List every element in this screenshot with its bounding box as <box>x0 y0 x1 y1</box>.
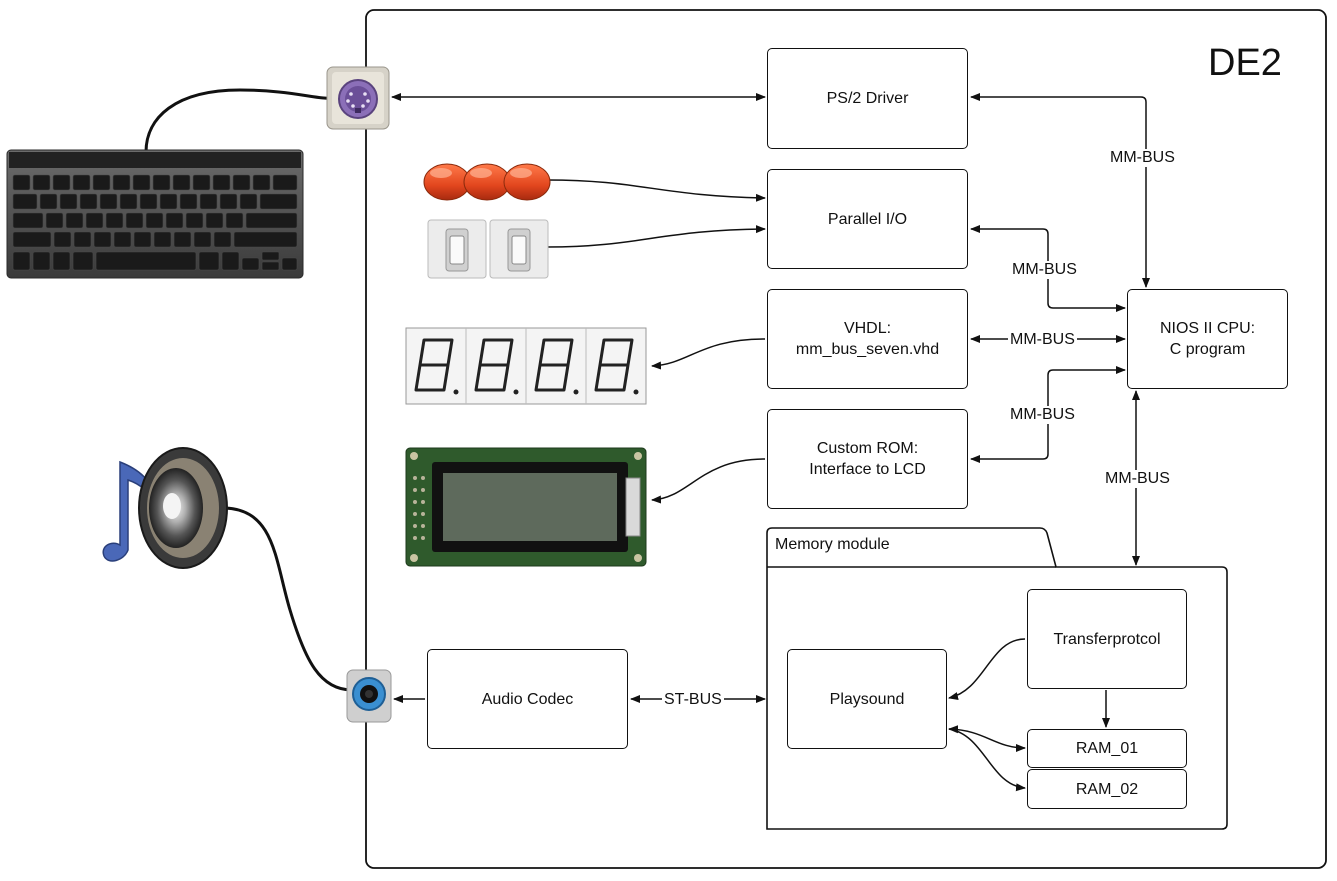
transfer-playsound-link <box>948 638 1026 700</box>
keyboard-icon <box>6 149 304 279</box>
custom-rom-block: Custom ROM: Interface to LCD <box>767 409 968 509</box>
audio-jack-icon <box>346 669 392 723</box>
ps2-cpu-bus <box>970 93 1150 288</box>
ram-01-block: RAM_01 <box>1027 729 1187 768</box>
mm-bus-label-pio: MM-BUS <box>1010 261 1079 279</box>
keyboard-cable <box>144 88 333 153</box>
parallel-io-block: Parallel I/O <box>767 169 968 269</box>
vhdl-seven-seg-block: VHDL: mm_bus_seven.vhd <box>767 289 968 389</box>
seven-segment-display-icon <box>405 327 647 405</box>
seven-seg-link <box>651 338 766 370</box>
toggle-switch-icon <box>427 219 549 279</box>
buttons-link <box>546 179 766 202</box>
st-bus-label: ST-BUS <box>662 691 724 709</box>
speaker-music-icon <box>102 447 228 569</box>
ps2-driver-block: PS/2 Driver <box>767 48 968 149</box>
mm-bus-label-mem: MM-BUS <box>1103 470 1172 488</box>
mm-bus-label-rom: MM-BUS <box>1008 406 1077 424</box>
playsound-block: Playsound <box>787 649 947 749</box>
switches-link <box>546 225 766 248</box>
lcd-link <box>651 458 766 504</box>
audio-codec-block: Audio Codec <box>427 649 628 749</box>
cpu-block: NIOS II CPU: C program <box>1127 289 1288 389</box>
mm-bus-label-ps2: MM-BUS <box>1108 149 1177 167</box>
lcd-module-icon <box>405 447 647 567</box>
de2-board-outline <box>365 9 1327 869</box>
push-button-icon <box>423 163 551 201</box>
playsound-ram02-link <box>948 728 1026 792</box>
ps2-port-icon <box>326 66 390 130</box>
mm-bus-label-vhdl: MM-BUS <box>1008 331 1077 349</box>
speaker-cable <box>224 506 353 692</box>
ram-02-block: RAM_02 <box>1027 769 1187 809</box>
transferprotocol-block: Transferprotcol <box>1027 589 1187 689</box>
board-title: DE2 <box>1208 42 1282 84</box>
playsound-ram01-link <box>948 725 1026 752</box>
memory-module-label: Memory module <box>773 536 892 554</box>
